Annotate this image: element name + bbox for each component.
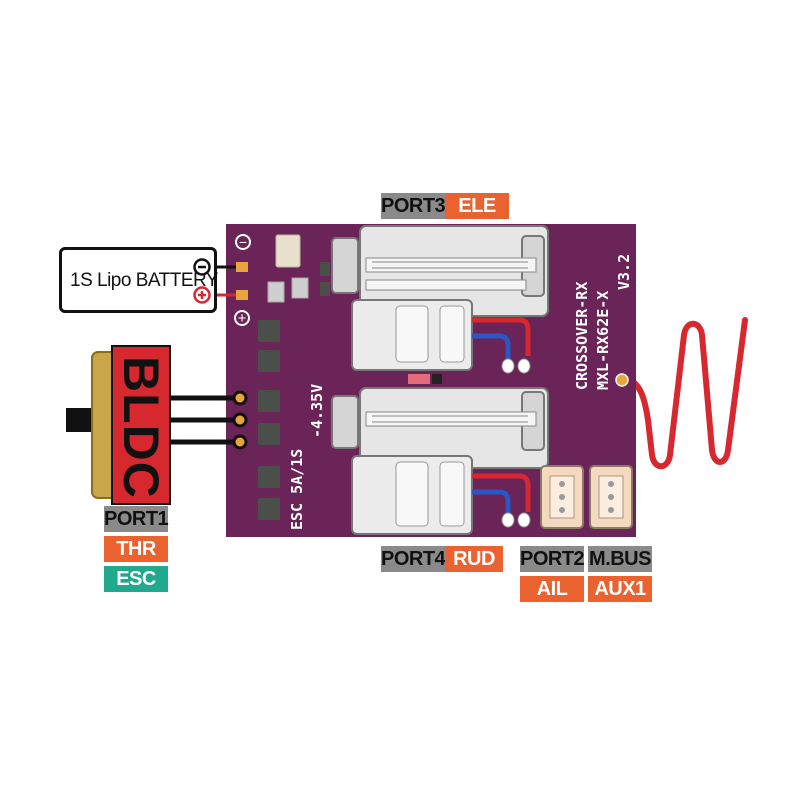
pcb-polarity-marks [234, 234, 251, 326]
port1-sub-function: ESC [104, 566, 168, 592]
port4-label: PORT4 [381, 546, 446, 572]
switch-wires [168, 390, 248, 450]
pcb-minus-symbol: − [239, 234, 247, 250]
board-version: V3.2 [615, 253, 633, 290]
bldc-switch [66, 345, 171, 505]
connector-port2 [540, 465, 584, 529]
battery-box: 1S Lipo BATTERY [59, 247, 219, 313]
port3-label: PORT3 [381, 193, 446, 219]
port3-function: ELE [445, 193, 509, 219]
servo-bottom [331, 387, 549, 535]
port2-function: AIL [520, 576, 584, 602]
board-name: CROSSOVER-RX [573, 281, 591, 390]
battery-minus-pad [236, 262, 248, 272]
board-model: MXL-RX62E-X [594, 290, 612, 390]
pcb-plus-symbol: + [238, 310, 247, 327]
port1-label: PORT1 [104, 506, 169, 532]
esc-voltage: -4.35V [308, 383, 326, 438]
mbus-function: AUX1 [588, 576, 652, 602]
battery-plus-icon [193, 286, 211, 304]
port1-function: THR [104, 536, 168, 562]
port4-function: RUD [445, 546, 503, 572]
port2-label: PORT2 [520, 546, 585, 572]
pcb-pads [258, 320, 280, 520]
mbus-label: M.BUS [588, 546, 652, 572]
antenna-wire [623, 317, 748, 470]
pcb-components [267, 234, 442, 384]
servo-top [331, 225, 549, 374]
battery-plus-pad [236, 290, 248, 300]
battery-label: 1S Lipo BATTERY [70, 270, 219, 291]
esc-rating: ESC 5A/1S [288, 448, 306, 530]
connector-mbus [589, 465, 633, 529]
switch-label: BLDC [113, 356, 169, 499]
antenna-pad [615, 373, 629, 387]
battery-minus-icon [193, 258, 211, 276]
